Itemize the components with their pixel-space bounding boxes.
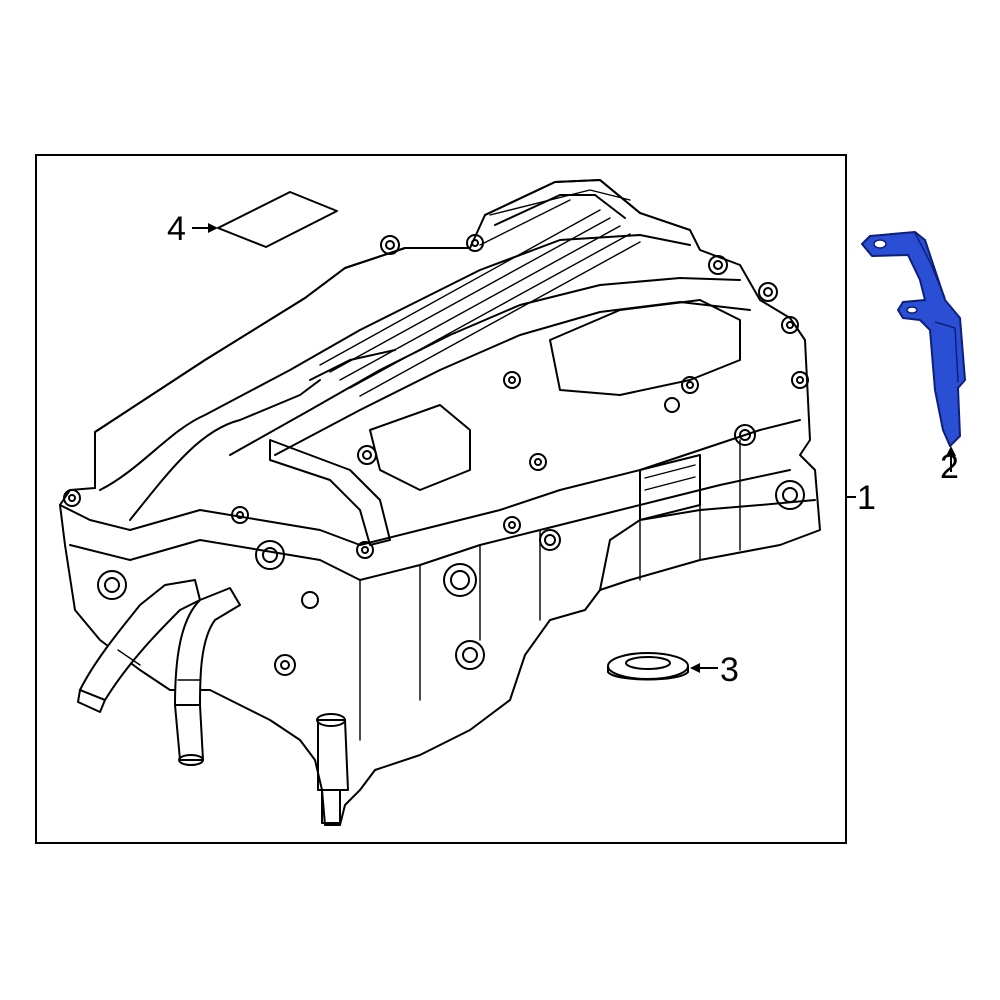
- assembly-frame: [35, 154, 847, 844]
- leader-arrow-3: [690, 663, 718, 673]
- leader-arrow-4: [192, 223, 218, 233]
- callout-1: 1: [857, 479, 876, 517]
- callout-3: 3: [720, 651, 739, 689]
- label-sticker-part[interactable]: [217, 191, 338, 248]
- main-assembly-part[interactable]: [59, 179, 821, 826]
- callout-4: 4: [167, 210, 186, 248]
- seal-washer-part[interactable]: [607, 652, 689, 681]
- bracket-part[interactable]: [861, 231, 966, 447]
- callout-2: 2: [940, 448, 959, 486]
- leader-arrow-2: [946, 446, 956, 472]
